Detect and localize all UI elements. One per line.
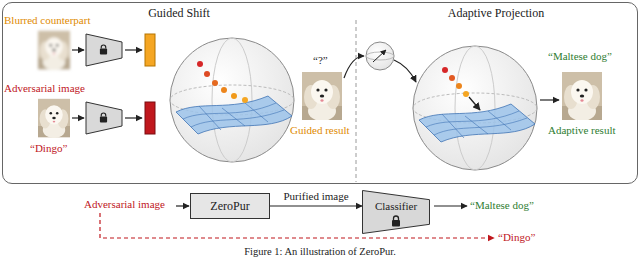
trajectory-dot [204, 71, 210, 77]
blurred-image [38, 31, 70, 70]
encoder-trapezoid [86, 102, 122, 134]
flow-arrow [72, 49, 84, 50]
flow-arrow [540, 99, 559, 100]
figure-label: “?” [313, 54, 328, 67]
adaptive-image [562, 72, 602, 121]
flow-arrow [125, 117, 142, 118]
figure-label: “Maltese dog” [548, 50, 612, 63]
bypass-arrow [100, 213, 494, 238]
trajectory-dot [212, 80, 218, 86]
classifier-block: Classifier [362, 190, 430, 234]
figure-label: Adaptive result [548, 124, 616, 137]
guided-image [302, 72, 342, 121]
sphere-meridian [212, 38, 252, 162]
figure-caption: Figure 1: An illustration of ZeroPur. [0, 246, 640, 258]
sphere [170, 38, 294, 162]
sphere [413, 46, 537, 170]
edge-label: Purified image [282, 190, 349, 203]
flow-arrow [176, 205, 189, 206]
trajectory-dot [449, 75, 455, 81]
flow-connector [270, 205, 362, 206]
small-sphere [366, 42, 394, 70]
flow-arrow [344, 56, 364, 78]
sphere-meridian [455, 46, 495, 170]
figure-label: “Maltese dog” [470, 199, 534, 212]
adversarial-image [38, 99, 70, 138]
trajectory-dot [197, 61, 203, 67]
blurred-branch [38, 31, 155, 70]
figure-panel: Guided ShiftAdaptive Projection [2, 2, 638, 184]
process-box: ZeroPur [190, 193, 270, 219]
figure-label: Adversarial image [4, 82, 85, 95]
guided-sphere [170, 38, 294, 162]
trajectory-dot [456, 83, 462, 89]
figure-label: “Dingo” [498, 231, 535, 244]
flow-arrow [434, 205, 467, 206]
encoder-trapezoid [86, 34, 122, 66]
manifold-surface [176, 96, 292, 134]
node-label: ZeroPur [210, 199, 249, 213]
flow-arrow [72, 117, 84, 118]
lock-icon [100, 45, 107, 54]
trajectory-dot [221, 87, 227, 93]
trajectory-dot [242, 97, 248, 103]
manifold-surface [419, 104, 535, 142]
figure-label: Blurred counterpart [4, 14, 90, 27]
figure-label: “Dingo” [30, 142, 67, 155]
manifold-grid [183, 103, 284, 130]
lock-icon [100, 113, 107, 122]
adversarial-branch [38, 99, 155, 138]
section-heading: Adaptive Projection [355, 3, 637, 20]
projection-arrow [469, 97, 480, 110]
trapezoid-outline [362, 190, 430, 234]
flow-arrow [394, 60, 416, 82]
manifold-grid [426, 111, 527, 138]
trajectory-dot [463, 91, 469, 97]
section-divider [356, 20, 357, 182]
figure-label: Guided result [290, 124, 350, 137]
adaptive-sphere [413, 46, 537, 170]
feature-bar [145, 34, 155, 66]
feature-bar [145, 102, 155, 134]
node-label: Classifier [375, 200, 417, 212]
projection-arrow [373, 50, 386, 62]
lock-icon [392, 216, 400, 227]
classifier-trapezoid [363, 191, 430, 234]
figure-label: Adversarial image [84, 198, 165, 211]
sphere [366, 42, 394, 70]
trajectory-dot [442, 67, 448, 73]
trajectory-dot [231, 93, 237, 99]
flow-arrow [125, 49, 142, 50]
